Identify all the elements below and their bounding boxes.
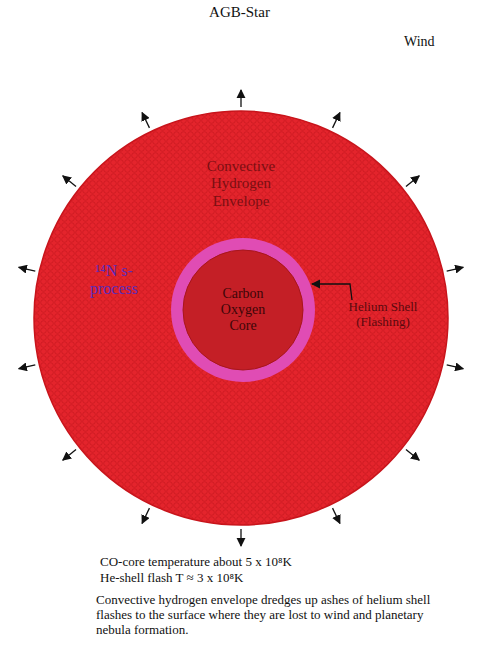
leader-arrow <box>312 284 352 300</box>
wind-arrow <box>406 450 419 461</box>
wind-arrow-group <box>19 90 464 546</box>
wind-arrow <box>19 365 36 369</box>
wind-arrow <box>447 267 464 271</box>
wind-arrow <box>447 365 464 369</box>
wind-arrow <box>142 113 149 128</box>
envelope-label: Convective Hydrogen Envelope <box>191 158 291 210</box>
wind-arrow <box>333 113 340 128</box>
temperature-note: He-shell flash T ≈ 3 x 10⁸K <box>100 571 460 586</box>
wind-arrow <box>333 508 340 523</box>
core-label: Carbon Oxygen Core <box>208 286 278 334</box>
wind-arrow <box>240 529 241 546</box>
helium-shell-label: Helium Shell (Flashing) <box>337 300 429 330</box>
nucleosynthesis-label: ¹⁴N s-process <box>73 262 155 299</box>
wind-arrow <box>63 450 76 461</box>
helium-shell-ring: Helium Shell (Flashing)Carbon Oxygen Cor… <box>171 238 315 382</box>
wind-label: Wind <box>404 34 464 50</box>
title: AGB-Star <box>0 4 479 21</box>
ring-disc <box>171 238 315 382</box>
wind-arrow <box>63 176 76 187</box>
wind-arrow <box>240 90 241 107</box>
envelope-disc <box>34 111 448 525</box>
wind-arrow <box>19 267 36 271</box>
temperature-note: CO-core temperature about 5 x 10⁸K <box>100 555 460 570</box>
wind-arrow <box>406 176 419 187</box>
core-disc <box>183 250 303 370</box>
wind-arrow <box>142 508 149 523</box>
envelope-circle: Convective Hydrogen Envelope ¹⁴N s-proces… <box>33 110 449 526</box>
caption: Convective hydrogen envelope dredges up … <box>96 593 441 638</box>
core-circle: Carbon Oxygen Core <box>183 250 303 370</box>
